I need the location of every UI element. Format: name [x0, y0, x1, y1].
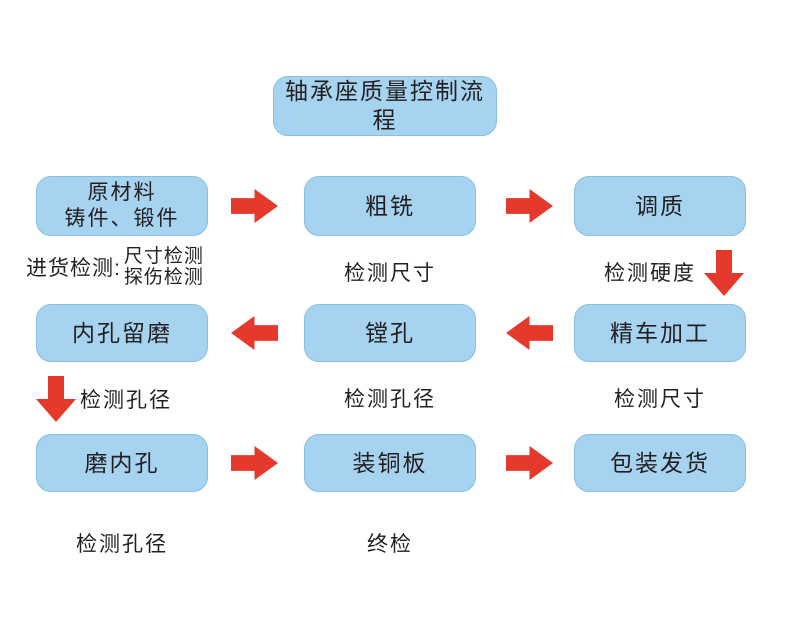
caption-incoming-inspection: 进货检测: 尺寸检测 探伤检测: [26, 246, 204, 288]
caption-check-size-row1: 检测尺寸: [344, 262, 436, 285]
node-pack-ship-label: 包装发货: [610, 449, 710, 476]
node-copper-plate: 装铜板: [304, 434, 476, 492]
arrow-right-icon-grind-to-copper: [231, 446, 278, 480]
arrow-left-icon-turning-to-boring: [506, 316, 553, 350]
arrow-down-icon-allowance-to-grind: [36, 376, 76, 422]
title-box: 轴承座质量控制流程: [273, 76, 497, 136]
node-temper-label: 调质: [635, 192, 685, 219]
node-raw-material-line1: 原材料: [87, 180, 157, 204]
arrow-right-icon-raw-to-mill: [231, 189, 278, 223]
node-bore-allowance: 内孔留磨: [36, 304, 208, 362]
caption-check-bore-bottom: 检测孔径: [76, 533, 168, 556]
page-title: 轴承座质量控制流程: [285, 78, 485, 133]
caption-incoming-label: 进货检测:: [26, 257, 121, 280]
node-copper-plate-label: 装铜板: [352, 449, 428, 476]
caption-incoming-line2: 探伤检测: [123, 267, 204, 288]
caption-incoming-line1: 尺寸检测: [123, 246, 204, 267]
node-bore-allowance-label: 内孔留磨: [72, 319, 172, 346]
node-grind-bore: 磨内孔: [36, 434, 208, 492]
node-temper: 调质: [574, 176, 746, 236]
arrow-right-icon-mill-to-temper: [506, 189, 553, 223]
caption-check-hardness: 检测硬度: [604, 262, 696, 285]
arrow-down-icon-temper-to-turning: [704, 250, 744, 296]
caption-check-size-row2: 检测尺寸: [614, 388, 706, 411]
node-boring-label: 镗孔: [365, 319, 415, 346]
arrow-right-icon-copper-to-pack: [506, 446, 553, 480]
node-fine-turning: 精车加工: [574, 304, 746, 362]
caption-final-inspection: 终检: [367, 533, 413, 556]
node-raw-material-line2: 铸件、锻件: [64, 207, 180, 230]
caption-check-bore-left: 检测孔径: [80, 389, 172, 412]
caption-check-bore-mid: 检测孔径: [344, 388, 436, 411]
node-fine-turning-label: 精车加工: [610, 319, 710, 346]
arrow-left-icon-boring-to-allowance: [231, 316, 278, 350]
caption-incoming-lines: 尺寸检测 探伤检测: [124, 246, 204, 288]
node-rough-mill: 粗铣: [304, 176, 476, 236]
node-rough-mill-label: 粗铣: [365, 192, 415, 219]
node-pack-ship: 包装发货: [574, 434, 746, 492]
node-grind-bore-label: 磨内孔: [84, 449, 160, 476]
node-raw-material: 原材料 铸件、锻件: [36, 176, 208, 236]
node-boring: 镗孔: [304, 304, 476, 362]
